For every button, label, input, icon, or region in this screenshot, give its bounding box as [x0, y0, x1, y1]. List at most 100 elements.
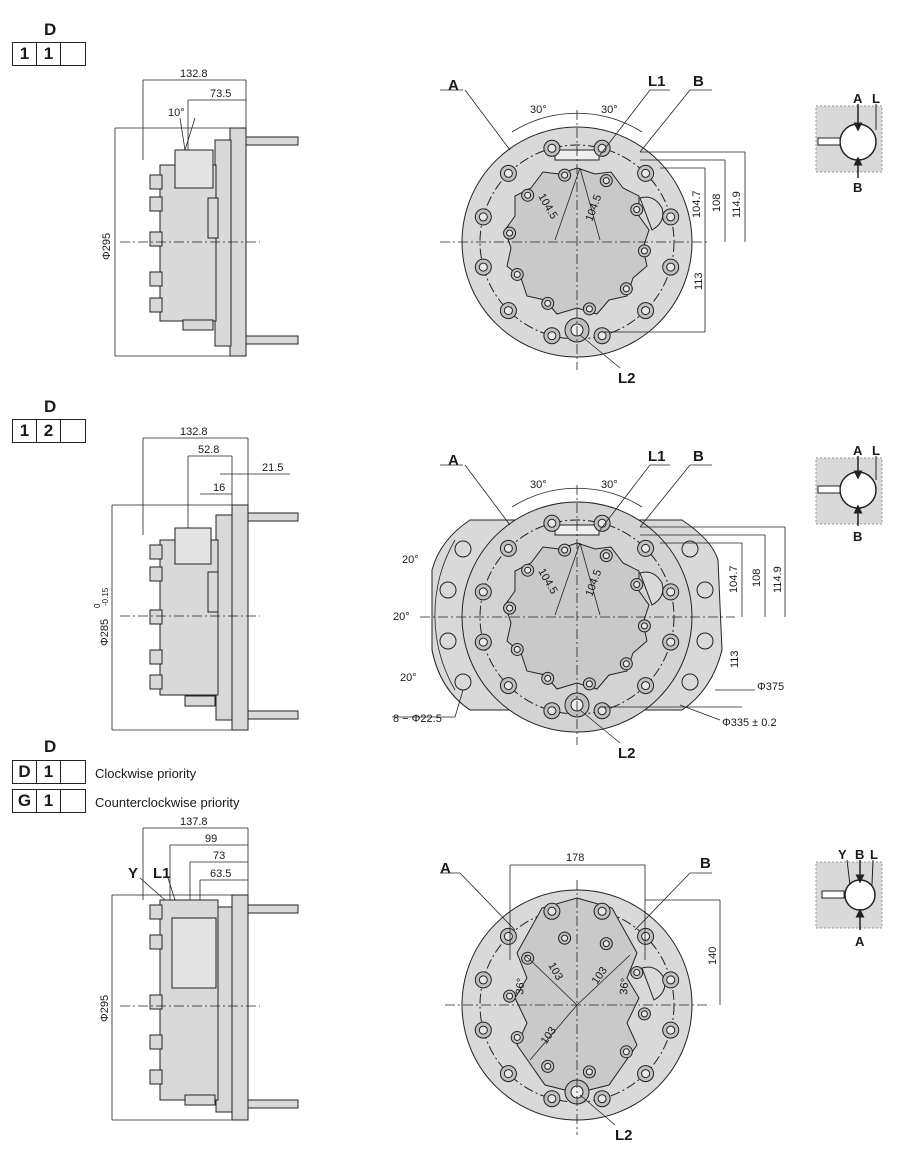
- schematic-label: A: [853, 91, 863, 106]
- bolt-hole-inner: [622, 285, 630, 293]
- bolt-hole-inner: [544, 299, 552, 307]
- bolt-hole-inner: [503, 168, 513, 178]
- bolt-hole-inner: [597, 331, 607, 341]
- dim-text: 73: [213, 850, 225, 862]
- dim-text: 0: [93, 603, 102, 608]
- label-l1: L1: [648, 73, 666, 90]
- schematic-3: [815, 859, 883, 930]
- schematic-1: [815, 104, 883, 178]
- dim-text: 63.5: [210, 868, 231, 880]
- label-b: B: [693, 73, 704, 90]
- bolt-hole-inner: [547, 143, 557, 153]
- dim-text: 36°: [514, 978, 527, 996]
- dim-text: Φ285: [99, 619, 111, 646]
- bolt-hole-inner: [633, 206, 641, 214]
- bolt-hole-inner: [503, 543, 513, 553]
- bolt-hole-inner: [666, 212, 676, 222]
- side-view-3-dims: [111, 827, 260, 1121]
- bolt-hole-inner: [602, 552, 610, 560]
- dim-text: 137.8: [180, 816, 208, 828]
- dim-text: Φ295: [99, 995, 111, 1022]
- bolt-hole-inner: [524, 191, 532, 199]
- label-a: A: [440, 860, 451, 877]
- bolt-hole-inner: [478, 212, 488, 222]
- bolt-hole-inner: [561, 171, 569, 179]
- bolt-hole-inner: [544, 1062, 552, 1070]
- label-l1: L1: [153, 865, 171, 882]
- dim-text: 30°: [601, 104, 618, 116]
- dim-text: 99: [205, 833, 217, 845]
- code-cell: 1: [37, 761, 61, 783]
- bolt-hole-inner: [666, 1025, 676, 1035]
- front-view-1-dims: [440, 89, 746, 370]
- label-b: B: [693, 448, 704, 465]
- bolt-hole-inner: [585, 1068, 593, 1076]
- bolt-hole-inner: [547, 906, 557, 916]
- code-box-3b: G 1: [12, 789, 86, 813]
- label-a: A: [448, 77, 459, 94]
- dim-text: 132.8: [180, 426, 208, 438]
- code-cell: 1: [37, 43, 61, 65]
- front-view-3-bolts: [474, 902, 680, 1108]
- dim-text: 113: [729, 650, 741, 668]
- schematic-label: B: [853, 529, 862, 544]
- bolt-hole-inner: [478, 975, 488, 985]
- bolt-hole-inner: [506, 992, 514, 1000]
- label-b: B: [700, 855, 711, 872]
- dim-text: 16: [213, 482, 225, 494]
- label-l1: L1: [648, 448, 666, 465]
- schematic-label: A: [855, 934, 865, 949]
- dim-text: 108: [751, 569, 763, 587]
- dim-text: 114.9: [731, 191, 743, 218]
- side-view-2-dims: [111, 437, 290, 731]
- bolt-hole-inner: [633, 581, 641, 589]
- bolt-hole-inner: [640, 247, 648, 255]
- bolt-hole-inner: [641, 1069, 651, 1079]
- schematic-label: A: [853, 443, 863, 458]
- dim-text: 36°: [618, 978, 631, 996]
- caption-clockwise: Clockwise priority: [95, 766, 197, 781]
- dim-text: 140: [707, 947, 719, 965]
- bolt-hole-inner: [524, 954, 532, 962]
- code-cell: 2: [37, 420, 61, 442]
- code-cell: 1: [13, 420, 37, 442]
- code-box-3a: D 1: [12, 760, 86, 784]
- bolt-hole-inner: [547, 706, 557, 716]
- dim-text: 20°: [400, 672, 417, 684]
- front-view-2-bolts: [474, 514, 680, 720]
- front-view-3-dims: [440, 864, 721, 1135]
- bolt-hole-inner: [602, 177, 610, 185]
- bolt-hole-inner: [503, 1069, 513, 1079]
- bolt-hole-inner: [585, 680, 593, 688]
- bolt-hole-inner: [506, 604, 514, 612]
- bolt-hole-inner: [506, 229, 514, 237]
- bolt-hole-inner: [641, 543, 651, 553]
- bolt-hole-inner: [666, 975, 676, 985]
- dim-text: 73.5: [210, 88, 231, 100]
- dim-text: 132.8: [180, 68, 208, 80]
- dim-text: 52.8: [198, 444, 219, 456]
- bolt-hole-inner: [641, 681, 651, 691]
- bolt-hole-inner: [478, 587, 488, 597]
- bolt-hole-inner: [478, 1025, 488, 1035]
- dim-text: Φ375: [757, 681, 784, 693]
- bolt-hole-inner: [544, 674, 552, 682]
- bolt-hole-inner: [547, 331, 557, 341]
- front-view-2-dims: [392, 464, 786, 745]
- label-l2: L2: [618, 745, 636, 762]
- bolt-hole-inner: [513, 645, 521, 653]
- bolt-hole-inner: [503, 306, 513, 316]
- schematic-label: L: [872, 443, 880, 458]
- schematic-label: B: [853, 180, 862, 195]
- bolt-hole-inner: [561, 546, 569, 554]
- dim-text: 114.9: [772, 566, 784, 593]
- bolt-hole-inner: [622, 660, 630, 668]
- code-box-2: 1 2: [12, 419, 86, 443]
- dim-text: 21.5: [262, 462, 283, 474]
- bolt-hole-inner: [478, 637, 488, 647]
- bolt-hole-inner: [478, 262, 488, 272]
- bolt-hole-inner: [597, 1094, 607, 1104]
- code-cell: 1: [13, 43, 37, 65]
- bolt-hole-inner: [622, 1048, 630, 1056]
